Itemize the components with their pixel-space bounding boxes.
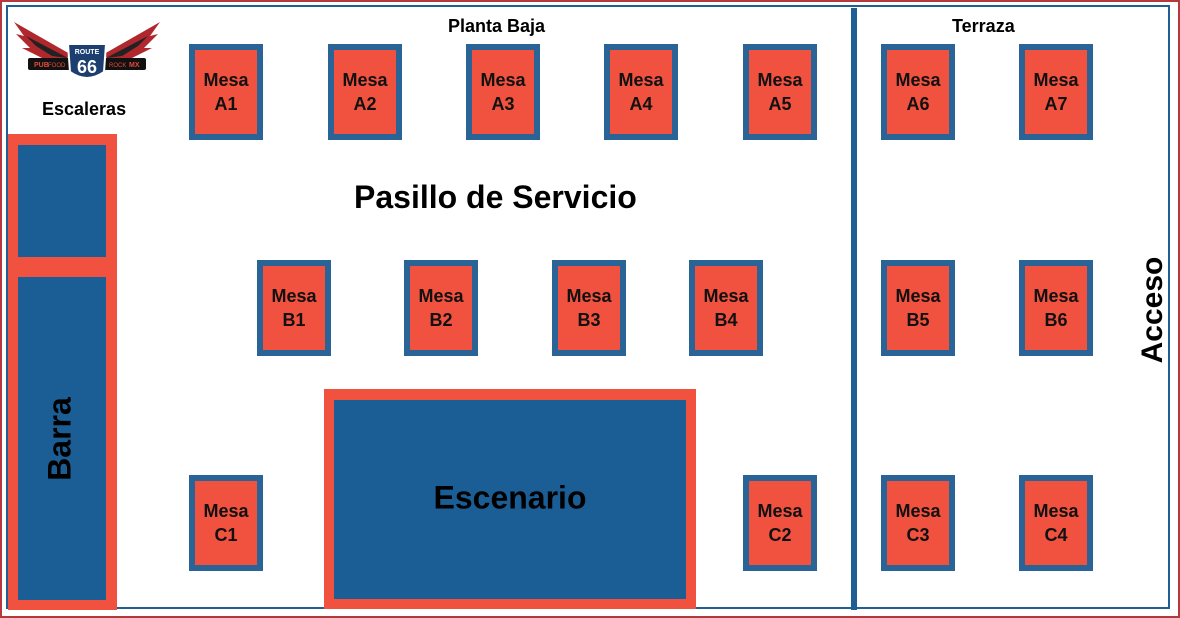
escaleras-label: Escaleras bbox=[42, 99, 127, 119]
barra-label: Barra bbox=[41, 397, 78, 481]
escenario-label: Escenario bbox=[433, 479, 587, 516]
svg-text:ROCK: ROCK bbox=[109, 63, 126, 69]
svg-text:ROUTE: ROUTE bbox=[75, 49, 100, 56]
planta-baja-label: Planta Baja bbox=[448, 16, 546, 36]
barra-upper bbox=[18, 145, 106, 257]
svg-text:FOOD: FOOD bbox=[48, 63, 66, 69]
terrace-divider bbox=[851, 8, 857, 610]
svg-text:PUB: PUB bbox=[34, 62, 49, 69]
acceso-label: Acceso bbox=[1136, 256, 1169, 364]
svg-text:66: 66 bbox=[77, 57, 97, 77]
barra-lower bbox=[18, 277, 106, 600]
terraza-label: Terraza bbox=[952, 16, 1015, 36]
route66-logo: PUB FOOD ROCK MX ROUTE 66 bbox=[14, 22, 160, 79]
escenario-stage bbox=[334, 400, 686, 599]
pasillo-label: Pasillo de Servicio bbox=[354, 179, 637, 215]
svg-text:MX: MX bbox=[129, 62, 140, 69]
